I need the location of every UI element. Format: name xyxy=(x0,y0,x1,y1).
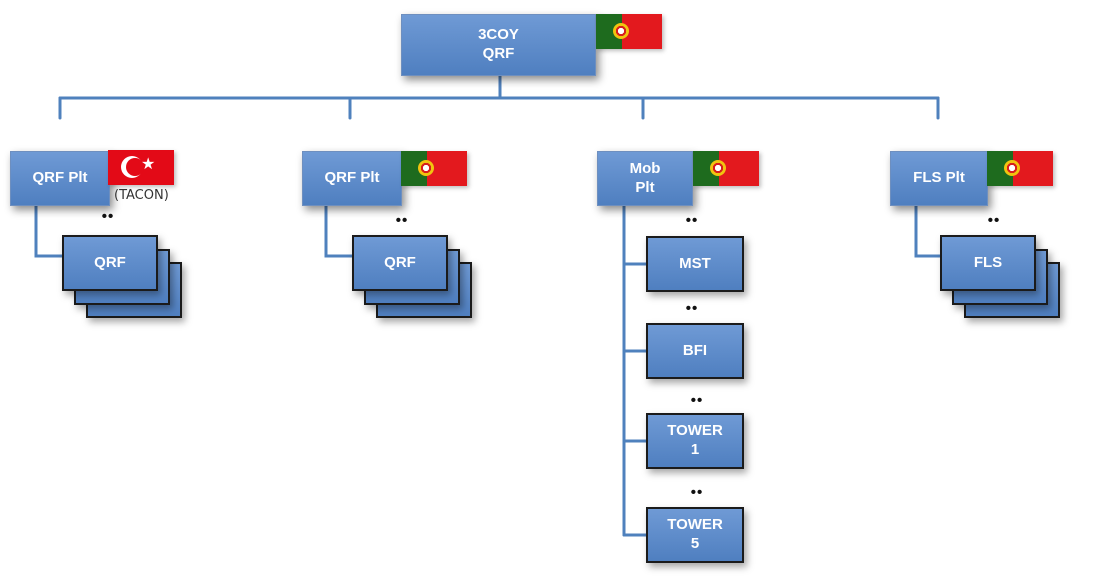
mst-label: MST xyxy=(679,254,711,272)
bfi-box[interactable]: BFI xyxy=(646,323,744,379)
portugal-flag-icon xyxy=(987,151,1053,186)
fls-box[interactable]: FLS xyxy=(940,235,1036,291)
tower-1-label: TOWER 1 xyxy=(667,422,723,458)
unit-size-symbol: •• xyxy=(101,208,115,225)
hq-box[interactable]: 3COY QRF xyxy=(401,14,596,76)
unit-size-symbol: •• xyxy=(685,212,699,229)
tower-5-box[interactable]: TOWER 5 xyxy=(646,507,744,563)
qrf-plt-2-box[interactable]: QRF Plt xyxy=(302,151,402,206)
unit-size-symbol: •• xyxy=(395,212,409,229)
qrf-1-box[interactable]: QRF xyxy=(62,235,158,291)
qrf-plt-1-box[interactable]: QRF Plt xyxy=(10,151,110,206)
hq-label: 3COY QRF xyxy=(478,26,519,62)
portugal-flag-icon xyxy=(596,14,662,49)
qrf-1-label: QRF xyxy=(94,253,126,271)
portugal-flag-icon xyxy=(693,151,759,186)
qrf-plt-1-label: QRF Plt xyxy=(32,169,88,187)
fls-plt-box[interactable]: FLS Plt xyxy=(890,151,988,206)
unit-size-symbol: •• xyxy=(690,392,704,409)
tacon-note: (TACON) xyxy=(114,188,169,203)
unit-size-symbol: •• xyxy=(987,212,1001,229)
fls-plt-label: FLS Plt xyxy=(913,169,965,187)
unit-size-symbol: •• xyxy=(690,484,704,501)
mst-box[interactable]: MST xyxy=(646,236,744,292)
portugal-flag-icon xyxy=(401,151,467,186)
turkey-flag-icon: ★ xyxy=(108,150,174,185)
qrf-2-label: QRF xyxy=(384,253,416,271)
bfi-label: BFI xyxy=(682,341,708,359)
tower-5-label: TOWER 5 xyxy=(667,516,723,552)
tower-1-box[interactable]: TOWER 1 xyxy=(646,413,744,469)
mob-plt-box[interactable]: Mob Plt xyxy=(597,151,693,206)
fls-label: FLS xyxy=(973,253,1003,271)
mob-plt-label: Mob Plt xyxy=(629,159,661,196)
qrf-plt-2-label: QRF Plt xyxy=(324,169,380,187)
unit-size-symbol: •• xyxy=(685,300,699,317)
qrf-2-box[interactable]: QRF xyxy=(352,235,448,291)
